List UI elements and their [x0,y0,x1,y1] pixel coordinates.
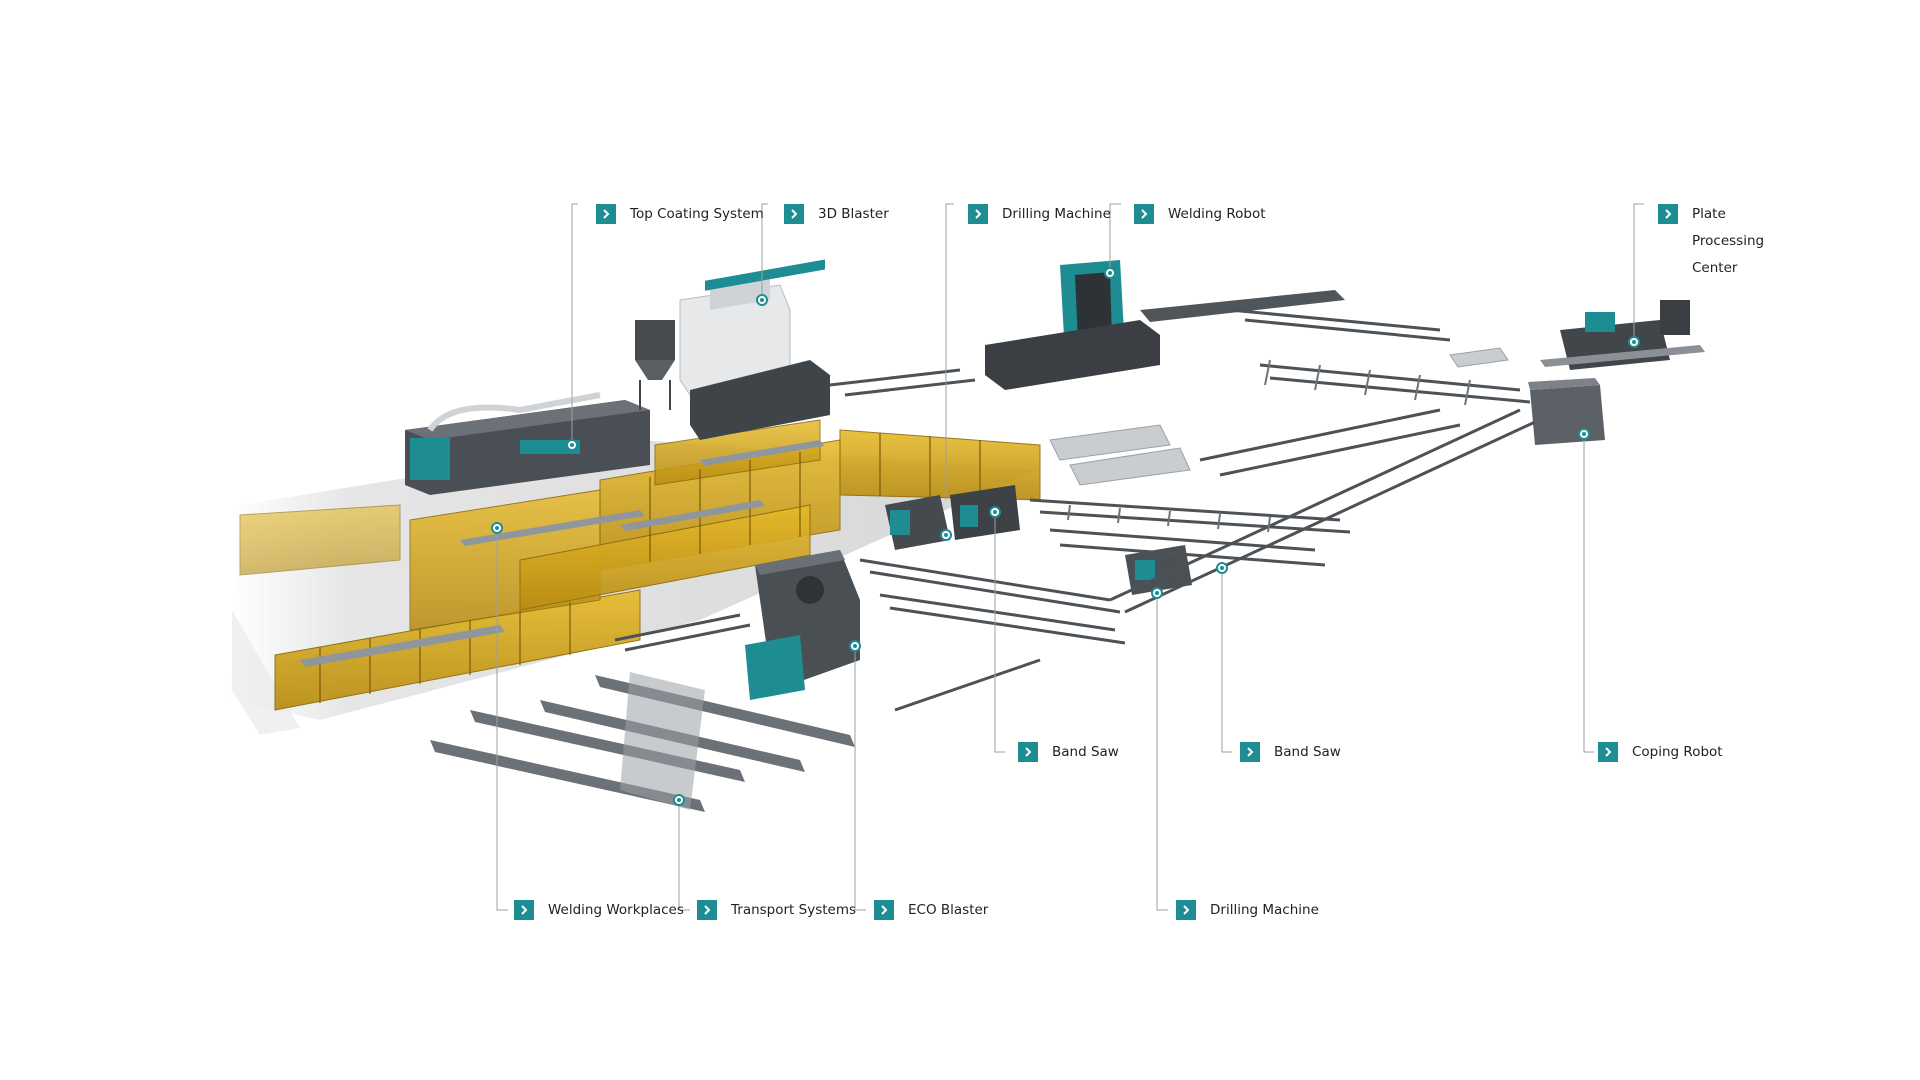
label-coping-robot[interactable]: Coping Robot [1598,739,1723,766]
hotspot-drilling-machine-bottom[interactable] [1151,587,1163,599]
leader-line-transport [678,800,690,911]
label-drilling-machine-top[interactable]: Drilling Machine [968,201,1111,228]
chevron-right-icon [1658,204,1678,224]
hotspot-eco-blaster[interactable] [849,640,861,652]
leader-line-welding-workplaces [496,528,508,911]
top-coating-system-machine [405,392,650,495]
label-eco-blaster[interactable]: ECO Blaster [874,897,988,924]
chevron-right-icon [874,900,894,920]
chevron-right-icon [697,900,717,920]
label-plate-processing-center[interactable]: Plate Processing Center [1658,201,1764,282]
hotspot-band-saw-2[interactable] [1216,562,1228,574]
label-text: Drilling Machine [1210,902,1319,918]
drilling-machine-bottom-unit [1125,545,1192,595]
label-transport-systems[interactable]: Transport Systems [697,897,856,924]
leader-line-drilling-top [945,203,954,500]
hotspot-coping-robot[interactable] [1578,428,1590,440]
hotspot-band-saw-1[interactable] [989,506,1001,518]
label-welding-robot[interactable]: Welding Robot [1134,201,1266,228]
hotspot-transport-systems[interactable] [673,794,685,806]
plate-processing-center-machine [1540,300,1705,370]
label-drilling-machine-bottom[interactable]: Drilling Machine [1176,897,1319,924]
eco-blaster-machine [745,550,860,700]
transport-roller-tracks [614,308,1536,712]
conveyor-rollers [1067,359,1471,533]
chevron-right-icon [514,900,534,920]
leader-line-coping-robot [1583,434,1594,753]
label-text: Drilling Machine [1002,206,1111,222]
label-band-saw-1[interactable]: Band Saw [1018,739,1119,766]
leader-line-band-saw-2 [1221,568,1232,753]
hall-workpieces [300,440,824,667]
label-text: ECO Blaster [908,902,989,918]
hotspot-3d-blaster[interactable] [756,294,768,306]
chevron-right-icon [1240,742,1260,762]
label-text: Band Saw [1274,744,1341,760]
chevron-right-icon [1018,742,1038,762]
label-text: Plate Processing Center [1692,206,1765,276]
label-text: Welding Robot [1168,206,1266,222]
leader-line-band-saw-1 [994,512,1005,753]
label-3d-blaster[interactable]: 3D Blaster [784,201,889,228]
label-welding-workplaces[interactable]: Welding Workplaces [514,897,684,924]
chevron-right-icon [1598,742,1618,762]
welding-robot-machine [985,260,1345,390]
hotspot-welding-robot[interactable] [1104,267,1116,279]
leader-line-plate-center [1633,203,1644,342]
hotspot-plate-processing-center[interactable] [1628,336,1640,348]
leader-line-top-coating [571,203,578,445]
leader-line-welding-robot [1109,203,1121,273]
chevron-right-icon [1134,204,1154,224]
hotspot-drilling-machine-top[interactable] [940,529,952,541]
leader-line-3d-blaster [761,203,768,298]
label-text: Welding Workplaces [548,902,684,918]
label-top-coating-system[interactable]: Top Coating System [596,201,764,228]
label-text: Band Saw [1052,744,1119,760]
drilling-machine-cluster [885,485,1020,550]
hotspot-welding-workplaces[interactable] [491,522,503,534]
raw-material-stacks [1049,347,1509,486]
label-text: Transport Systems [731,902,857,918]
label-text: Top Coating System [630,206,764,222]
hotspot-top-coating-system[interactable] [566,439,578,451]
transport-systems-racks [430,672,855,812]
chevron-right-icon [784,204,804,224]
leader-line-eco-blaster [854,646,866,911]
label-text: Coping Robot [1632,744,1723,760]
label-band-saw-2[interactable]: Band Saw [1240,739,1341,766]
chevron-right-icon [596,204,616,224]
label-text: 3D Blaster [818,206,889,222]
leader-line-drilling-bottom [1156,593,1168,911]
chevron-right-icon [1176,900,1196,920]
3d-blaster-machine [635,259,830,440]
chevron-right-icon [968,204,988,224]
